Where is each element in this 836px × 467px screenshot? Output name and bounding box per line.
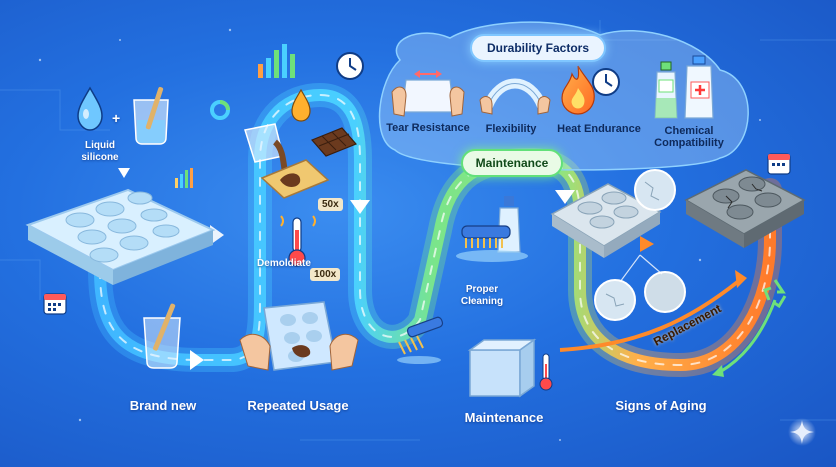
- thermometer-icon: [539, 353, 553, 391]
- chocolate-tray: [260, 159, 330, 199]
- cracked-texture-circle: [594, 169, 686, 321]
- cycles-100-badge: 100x: [310, 268, 341, 281]
- clock-icon: [592, 68, 620, 96]
- storage-box: [467, 338, 537, 398]
- bar-chart-icon: [175, 168, 193, 188]
- chocolate-bar: [310, 127, 358, 157]
- brush-icon: [397, 316, 444, 364]
- sparkle-icon: [788, 418, 816, 446]
- brand-new-mold: [25, 188, 216, 285]
- fire-icon: [561, 65, 595, 115]
- background-stars: [38, 28, 761, 441]
- aging-mold: [550, 183, 662, 258]
- clock-icon: [336, 52, 364, 80]
- bar-chart-icon: [258, 44, 295, 78]
- donut-chart-icon: [210, 100, 230, 120]
- factor-tear-resistance: Tear Resistance: [386, 122, 470, 134]
- stage-repeated-usage: Repeated Usage: [247, 398, 349, 413]
- worn-mold: [684, 169, 806, 248]
- plus-sign: +: [112, 110, 121, 126]
- recycle-icon: [763, 279, 787, 309]
- cycles-50-badge: 50x: [318, 198, 343, 211]
- flexibility-icon: [479, 78, 551, 115]
- factor-flexibility: Flexibility: [485, 123, 537, 135]
- thermometer-icon: [280, 215, 316, 267]
- replacement-arrow: [559, 270, 777, 377]
- proper-cleaning-label: Proper Cleaning: [460, 284, 504, 307]
- connector-lines: [619, 254, 663, 283]
- calendar-icon: [767, 153, 791, 175]
- stage-maintenance: Maintenance: [464, 410, 544, 425]
- water-drop-icon: [291, 88, 311, 122]
- factor-chemical-compatibility: Chemical Compatibility: [654, 125, 724, 149]
- beaker-icon: [143, 303, 181, 369]
- stage-signs-of-aging: Signs of Aging: [615, 398, 707, 413]
- durability-factors-title: Durability Factors: [470, 34, 606, 62]
- liquid-silicone-label: Liquid silicone: [81, 140, 119, 163]
- beaker-icon: [133, 86, 169, 145]
- maintenance-tag: Maintenance: [461, 149, 563, 177]
- chemical-bottles-icon: [654, 55, 714, 119]
- water-drop-icon: [77, 86, 103, 131]
- used-mold-in-hands: [239, 301, 359, 371]
- brush-icon: [456, 225, 528, 262]
- factor-heat-endurance: Heat Endurance: [557, 123, 641, 135]
- tear-resistance-icon: [391, 70, 465, 117]
- stage-brand-new: Brand new: [129, 398, 197, 413]
- calendar-icon: [43, 293, 67, 315]
- demolding-label: Demoldiate: [257, 258, 311, 269]
